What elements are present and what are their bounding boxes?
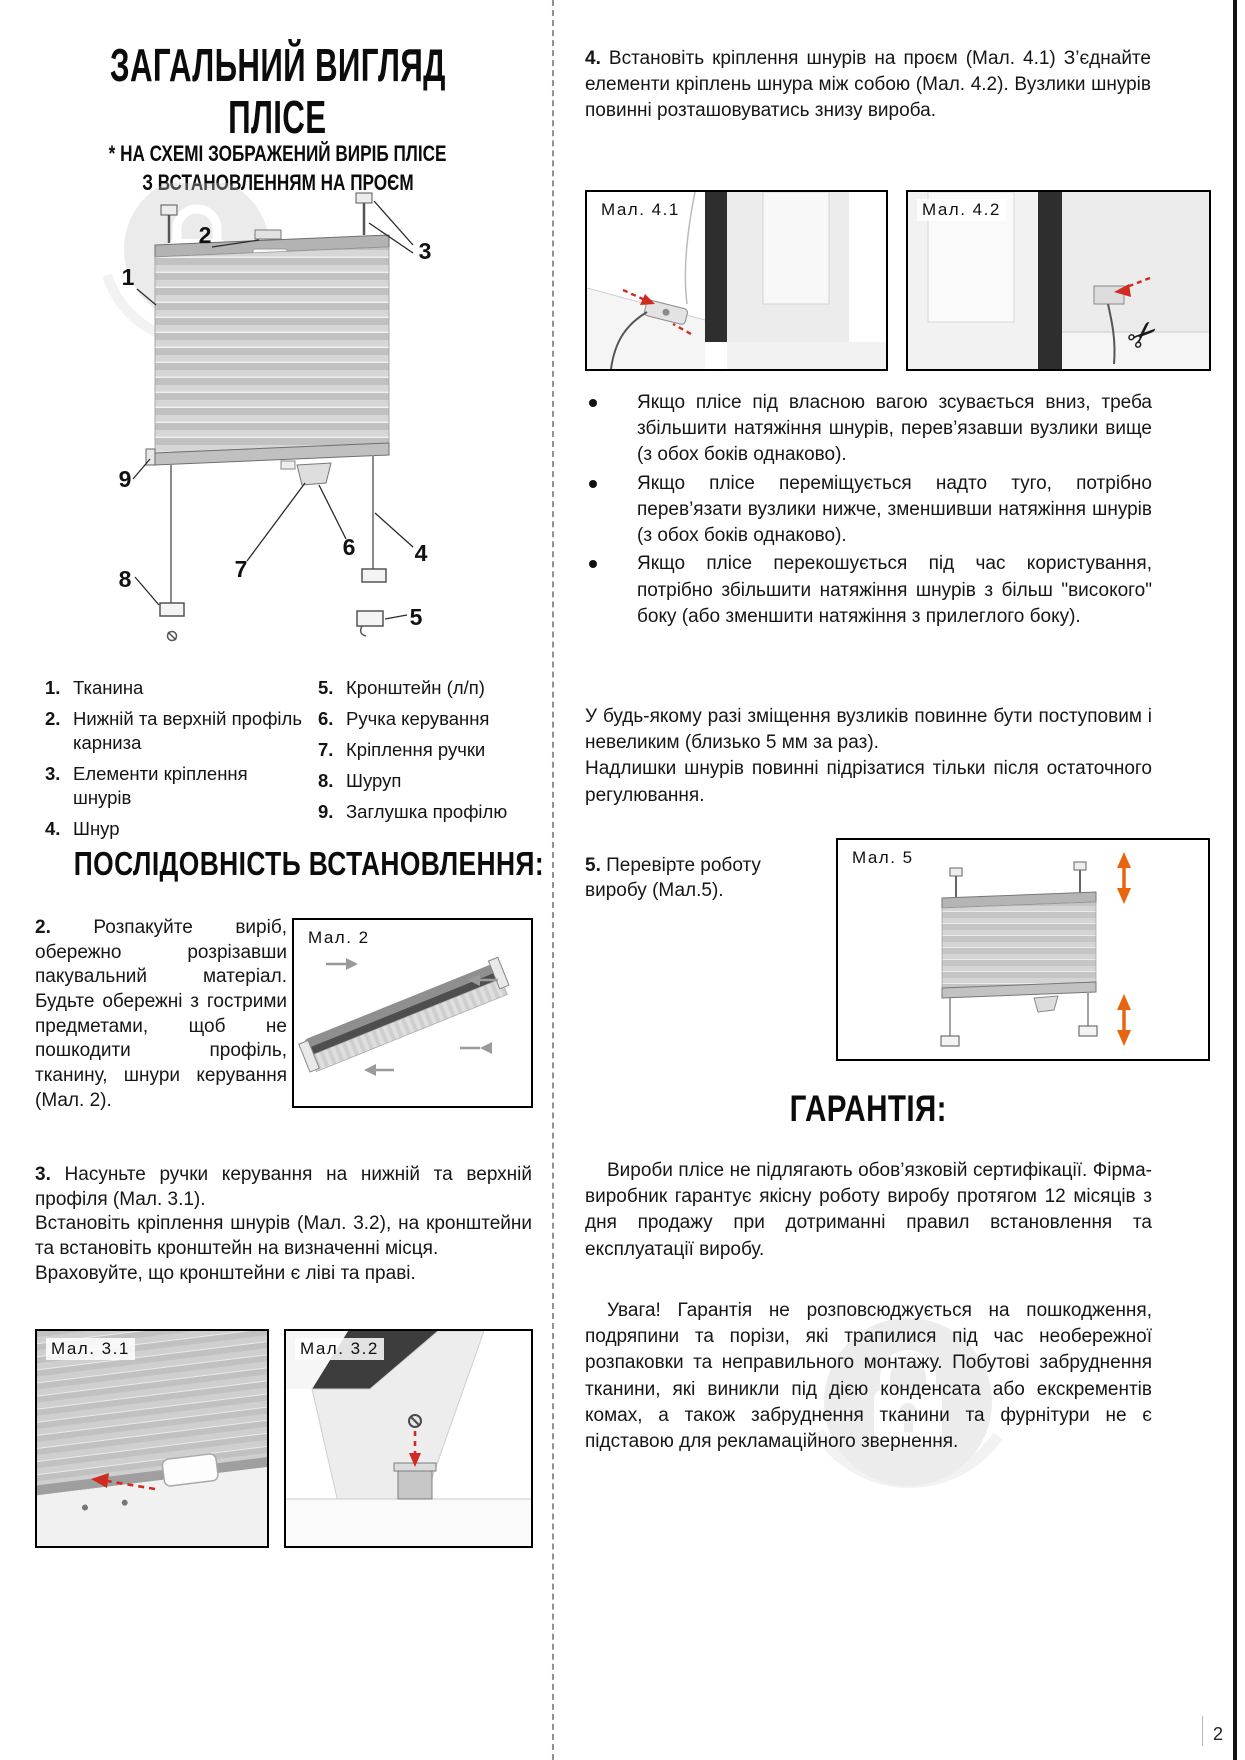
- screw-direction-arrow-icon: [409, 1431, 421, 1467]
- diagram-callout-8: 8: [119, 566, 132, 592]
- title-line-1: ЗАГАЛЬНИЙ ВИГЛЯД: [109, 39, 446, 91]
- handle-mount: [280, 460, 296, 470]
- figure-5-drawing: [940, 852, 1131, 1047]
- watermark-logo-icon: [800, 1298, 1016, 1514]
- cord-fixing-clip: [644, 299, 688, 325]
- unpack-arrows-icon: [346, 958, 492, 1076]
- figure-4-1-drawing: [587, 192, 886, 369]
- diagram-callout-7: 7: [235, 556, 248, 582]
- figure-3-1-drawing: [37, 1331, 267, 1546]
- control-handle: [296, 462, 332, 486]
- warranty-paragraph-2: Увага! Гарантія не розповсюджується на п…: [585, 1300, 1152, 1453]
- bullet-dot-icon: [589, 479, 597, 488]
- figure-2-drawing: [298, 956, 510, 1076]
- legend-item-4: 4.Шнур: [45, 818, 120, 840]
- legend-item-6: 6.Ручка керування: [318, 708, 490, 730]
- profile-end-cap: [145, 448, 156, 466]
- title-note: * НА СХЕМІ ЗОБРАЖЕНИЙ ВИРІБ ПЛІСЕ З ВСТА…: [20, 140, 535, 197]
- mount-bracket: [393, 1462, 437, 1500]
- note-line-2: Надлишки шнурів повинні підрізатися тіль…: [585, 758, 1152, 806]
- figure-5-label: Мал. 5: [847, 847, 919, 869]
- bullet-item-2: Якщо плісе переміщується надто туго, пот…: [585, 471, 1152, 550]
- diagram-callout-2: 2: [199, 222, 212, 248]
- sequence-heading: ПОСЛІДОВНІСТЬ ВСТАНОВЛЕННЯ:: [73, 845, 545, 882]
- legend-item-3: 3.Елементи кріплення шнурів: [45, 763, 248, 809]
- bullet-item-3: Якщо плісе перекошується під час користу…: [585, 551, 1152, 630]
- warranty-paragraph-1: Вироби плісе не підлягають обов’язковій …: [585, 1160, 1152, 1260]
- legend-item-7: 7.Кріплення ручки: [318, 739, 486, 761]
- figure-5: Мал. 5: [836, 838, 1210, 1061]
- figure-3-2-drawing: [286, 1331, 531, 1546]
- cord-line: [610, 311, 648, 369]
- pleated-fabric: [154, 246, 390, 454]
- legend-item-5: 5.Кронштейн (л/п): [318, 677, 485, 698]
- diagram-callout-9: 9: [119, 466, 132, 492]
- legend-column-right: 5.Кронштейн (л/п) 6.Ручка керування 7.Кр…: [318, 676, 536, 831]
- adjustment-bullet-list: Якщо плісе під власною вагою зсувається …: [585, 390, 1152, 632]
- figure-4-2: Мал. 4.2 ✂: [906, 190, 1211, 371]
- bottom-brackets: [159, 568, 387, 642]
- screw-icon: [408, 1414, 422, 1428]
- title-note-line-1: * НА СХЕМІ ЗОБРАЖЕНИЙ ВИРІБ ПЛІСЕ: [108, 141, 447, 166]
- title-note-line-2: З ВСТАНОВЛЕННЯМ НА ПРОЄМ: [141, 169, 414, 195]
- step-4-paragraph: 4. Встановіть кріплення шнурів на проєм …: [585, 46, 1151, 125]
- step-3-number: 3.: [35, 1164, 51, 1185]
- figure-3-2: Мал. 3.2: [284, 1329, 533, 1548]
- note-line-1: У будь-якому разі зміщення вузликів пови…: [585, 706, 1152, 754]
- legend-item-1: 1.Тканина: [45, 677, 144, 698]
- step-3-line-2: Встановіть кріплення шнурів (Мал. 3.2), …: [35, 1213, 532, 1260]
- figure-3-1: Мал. 3.1: [35, 1329, 269, 1548]
- page-title: ЗАГАЛЬНИЙ ВИГЛЯД ПЛІСЕ: [20, 39, 535, 143]
- legend-item-2: 2.Нижній та верхній профіль карниза: [45, 708, 302, 754]
- legend-item-9: 9.Заглушка профілю: [318, 801, 508, 823]
- cord-fixing-clip: [1093, 285, 1125, 305]
- bullet-dot-icon: [589, 399, 597, 407]
- legend-column-left: 1.Тканина 2.Нижній та верхній профіль ка…: [45, 676, 307, 848]
- column-divider: [552, 0, 554, 1760]
- figure-4-2-drawing: ✂: [908, 192, 1209, 369]
- page-number-tick: [1202, 1716, 1203, 1746]
- page-edge-line: [1233, 0, 1237, 1760]
- blind-overview-drawing: 1 2 3 4 5 6 7 8 9: [102, 176, 432, 642]
- page-number: 2: [1213, 1724, 1224, 1744]
- legend-item-8: 8.Шуруп: [318, 770, 402, 792]
- step-2-paragraph: 2. Розпакуйте виріб, обережно розрізавши…: [35, 916, 287, 1114]
- cord-line: [1107, 303, 1116, 365]
- figure-2-label: Мал. 2: [303, 927, 375, 949]
- step-4-text: Встановіть кріплення шнурів на проєм (Ма…: [585, 48, 1151, 122]
- figure-2: Мал. 2: [292, 918, 533, 1108]
- title-line-2: ПЛІСЕ: [228, 90, 327, 143]
- slide-handle-arrow-icon: [91, 1473, 156, 1491]
- step-2-text: Розпакуйте виріб, обережно розрізавши па…: [35, 917, 287, 1111]
- step-3-paragraph: 3. Насуньте ручки керування на нижній та…: [35, 1163, 532, 1286]
- diagram-callout-6: 6: [343, 534, 356, 560]
- bullet-dot-icon: [589, 560, 597, 569]
- movement-arrows-icon: [1117, 852, 1131, 1046]
- callout-leader-lines: [132, 200, 414, 620]
- diagram-callout-1: 1: [122, 264, 135, 290]
- figure-3-1-label: Мал. 3.1: [46, 1338, 135, 1360]
- step-5-number: 5.: [585, 855, 601, 876]
- bullet-item-1: Якщо плісе під власною вагою зсувається …: [585, 390, 1152, 469]
- diagram-callout-3: 3: [419, 238, 432, 264]
- figure-4-1: Мал. 4.1: [585, 190, 888, 371]
- figure-4-2-label: Мал. 4.2: [917, 199, 1006, 221]
- diagram-callout-4: 4: [415, 540, 428, 566]
- cord-clip-top: [254, 229, 282, 240]
- top-hooks: [160, 192, 373, 243]
- adjustment-note: У будь-якому разі зміщення вузликів пови…: [585, 704, 1152, 809]
- warranty-heading: ГАРАНТІЯ:: [789, 1088, 948, 1129]
- step-2-number: 2.: [35, 917, 51, 938]
- step-4-number: 4.: [585, 48, 601, 69]
- diagram-callout-5: 5: [410, 604, 423, 630]
- step-3-line-3: Враховуйте, що кронштейни є ліві та прав…: [35, 1262, 416, 1284]
- step-5-text: Перевірте роботу виробу (Мал.5).: [585, 855, 761, 901]
- step-3-line-1: 3. Насуньте ручки керування на нижній та…: [35, 1164, 533, 1210]
- figure-4-1-label: Мал. 4.1: [596, 199, 685, 221]
- figure-3-2-label: Мал. 3.2: [295, 1338, 384, 1360]
- blind-overview-diagram: 1 2 3 4 5 6 7 8 9: [57, 176, 500, 653]
- step-5-paragraph: 5. Перевірте роботу виробу (Мал.5).: [585, 854, 810, 903]
- clip-direction-arrows-icon: [622, 288, 692, 336]
- clip-direction-arrow-icon: [1114, 276, 1151, 297]
